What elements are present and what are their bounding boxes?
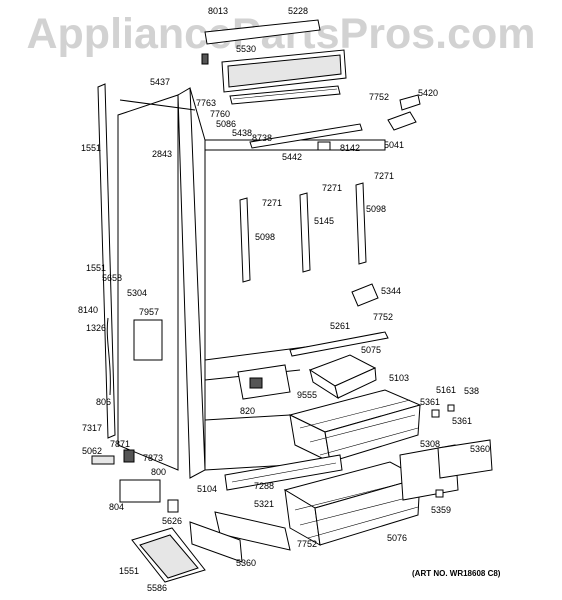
label-5161: 5161 bbox=[436, 385, 457, 395]
label-800: 800 bbox=[151, 467, 167, 477]
label-8738: 8738 bbox=[252, 133, 273, 143]
label-5420: 5420 bbox=[418, 88, 439, 98]
label-5086: 5086 bbox=[216, 119, 237, 129]
label-806: 806 bbox=[96, 397, 112, 407]
lower-wire-basket bbox=[283, 461, 422, 546]
small-drawer bbox=[308, 354, 377, 400]
label-8142: 8142 bbox=[340, 143, 361, 153]
label-5344: 5344 bbox=[381, 286, 402, 296]
label-5103: 5103 bbox=[389, 373, 410, 383]
label-7317: 7317 bbox=[82, 423, 103, 433]
valve-assembly bbox=[91, 317, 179, 513]
shelf-rails bbox=[239, 123, 367, 283]
label-5041: 5041 bbox=[384, 140, 405, 150]
label-9555: 9555 bbox=[297, 390, 318, 400]
label-1326: 1326 bbox=[86, 323, 107, 333]
label-5098-a: 5098 bbox=[366, 204, 387, 214]
label-5530: 5530 bbox=[236, 44, 257, 54]
label-5062: 5062 bbox=[82, 446, 103, 456]
ice-tray bbox=[237, 364, 291, 400]
label-7871: 7871 bbox=[110, 439, 131, 449]
hardware-parts bbox=[317, 94, 455, 498]
label-5098-b: 5098 bbox=[255, 232, 276, 242]
label-5145: 5145 bbox=[314, 216, 335, 226]
bottom-grille bbox=[224, 454, 343, 491]
bottom-bin bbox=[131, 527, 206, 583]
label-8013: 8013 bbox=[208, 6, 229, 16]
label-5228: 5228 bbox=[288, 6, 309, 16]
label-7873: 7873 bbox=[143, 453, 164, 463]
cabinet-body bbox=[117, 87, 386, 479]
shelf-strip bbox=[289, 331, 389, 357]
label-7752-bottom: 7752 bbox=[297, 539, 318, 549]
label-5360-right: 5360 bbox=[470, 444, 491, 454]
label-7271-b: 7271 bbox=[322, 183, 343, 193]
label-5359: 5359 bbox=[431, 505, 452, 515]
light-housing bbox=[201, 19, 347, 105]
label-5361-b: 5361 bbox=[452, 416, 473, 426]
label-5308: 5308 bbox=[420, 439, 441, 449]
label-5626: 5626 bbox=[162, 516, 183, 526]
label-5321: 5321 bbox=[254, 499, 275, 509]
label-7760: 7760 bbox=[210, 109, 231, 119]
upper-wire-basket bbox=[288, 389, 422, 463]
trim-strip bbox=[97, 83, 116, 439]
label-5442: 5442 bbox=[282, 152, 303, 162]
label-5361-a: 5361 bbox=[420, 397, 441, 407]
label-538: 538 bbox=[464, 386, 480, 396]
label-7271-c: 7271 bbox=[374, 171, 395, 181]
label-804: 804 bbox=[109, 502, 125, 512]
side-panels bbox=[399, 439, 493, 501]
lower-panel bbox=[189, 511, 291, 563]
label-7288: 7288 bbox=[254, 481, 275, 491]
label-1551-mid: 1551 bbox=[86, 263, 107, 273]
art-number: (ART NO. WR18608 C8) bbox=[412, 569, 501, 578]
label-7763: 7763 bbox=[196, 98, 217, 108]
label-7957: 7957 bbox=[139, 307, 160, 317]
label-7752-mid: 7752 bbox=[373, 312, 394, 322]
label-5360-bottom: 5360 bbox=[236, 558, 257, 568]
label-5586: 5586 bbox=[147, 583, 168, 593]
label-5304: 5304 bbox=[127, 288, 148, 298]
label-5075: 5075 bbox=[361, 345, 382, 355]
label-1551-top: 1551 bbox=[81, 143, 102, 153]
label-5261: 5261 bbox=[330, 321, 351, 331]
label-8140: 8140 bbox=[78, 305, 99, 315]
label-820: 820 bbox=[240, 406, 256, 416]
label-5104: 5104 bbox=[197, 484, 218, 494]
label-1551-bottom: 1551 bbox=[119, 566, 140, 576]
label-5438: 5438 bbox=[232, 128, 253, 138]
label-5437: 5437 bbox=[150, 77, 171, 87]
label-7752-top: 7752 bbox=[369, 92, 390, 102]
label-7271-a: 7271 bbox=[262, 198, 283, 208]
label-5076: 5076 bbox=[387, 533, 408, 543]
label-2843: 2843 bbox=[152, 149, 173, 159]
label-5658: 5658 bbox=[102, 273, 123, 283]
